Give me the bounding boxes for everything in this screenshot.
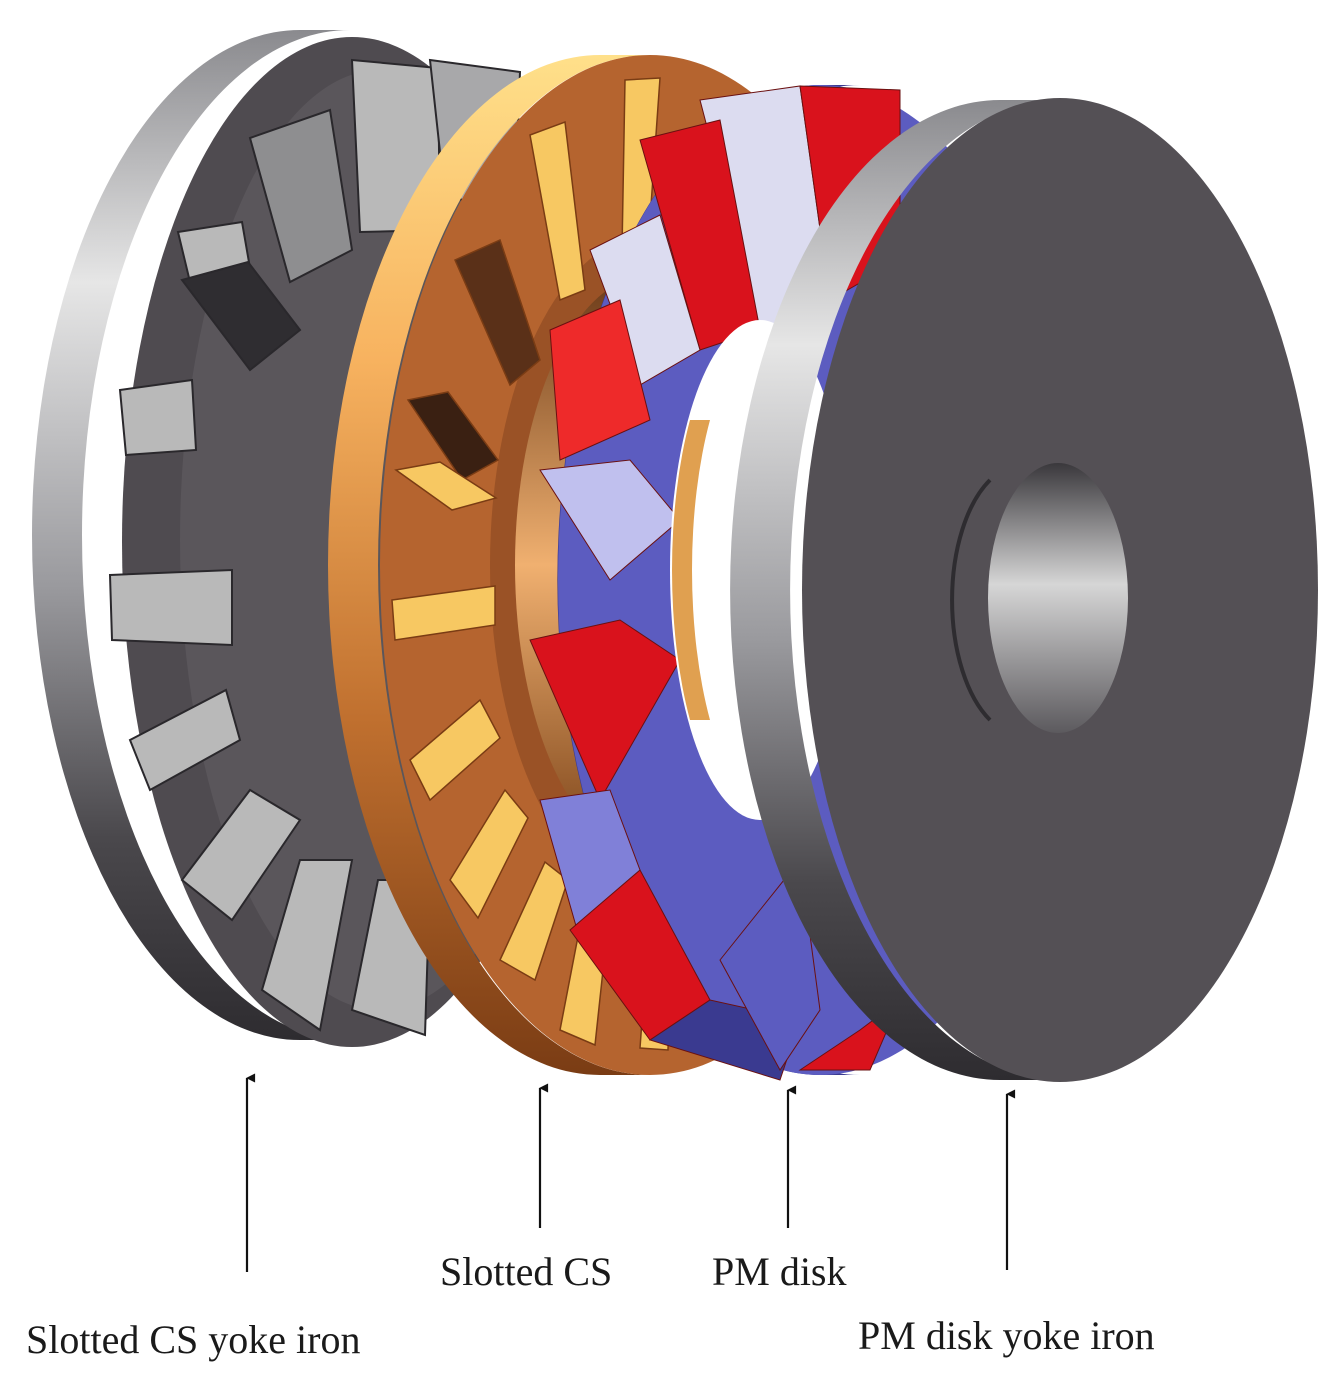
leader-arrows [245,1073,1016,1272]
label-pm-disk: PM disk [712,1249,847,1294]
slotted-cs-slots [391,77,673,1051]
pm-yoke-bore [988,463,1128,733]
label-pm-disk-yoke-iron: PM disk yoke iron [858,1313,1155,1358]
label-slotted-cs-yoke-iron: Slotted CS yoke iron [26,1317,361,1362]
pm-disk-yoke-iron [730,98,1318,1082]
pm-yoke-rim [730,100,1060,1080]
yoke-iron-rim [32,30,350,1040]
slotted-cs-rim [328,55,650,1075]
label-slotted-cs: Slotted CS [440,1249,613,1294]
